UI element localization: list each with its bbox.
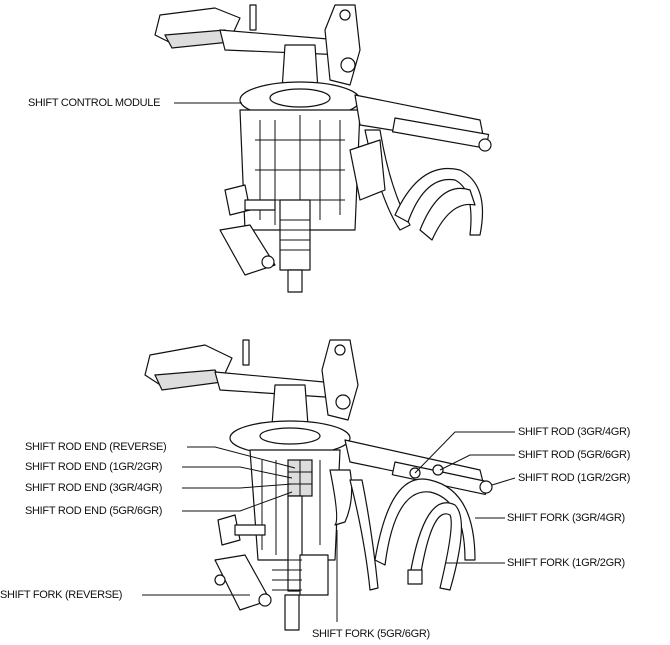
top-assembly-drawing [154, 4, 492, 293]
label-shift-fork-1gr-2gr: SHIFT FORK (1GR/2GR) [507, 557, 625, 569]
label-shift-rod-end-1gr-2gr: SHIFT ROD END (1GR/2GR) [25, 461, 163, 473]
label-shift-control-module: SHIFT CONTROL MODULE [28, 97, 161, 109]
label-shift-rod-end-3gr-4gr: SHIFT ROD END (3GR/4GR) [25, 482, 163, 494]
label-shift-rod-end-reverse: SHIFT ROD END (REVERSE) [25, 441, 167, 453]
label-shift-rod-5gr-6gr: SHIFT ROD (5GR/6GR) [518, 449, 631, 461]
label-shift-fork-3gr-4gr: SHIFT FORK (3GR/4GR) [507, 512, 625, 524]
label-shift-fork-5gr-6gr: SHIFT FORK (5GR/6GR) [312, 628, 430, 640]
bottom-assembly-drawing [144, 339, 493, 631]
label-shift-fork-reverse: SHIFT FORK (REVERSE) [0, 589, 123, 601]
label-shift-rod-3gr-4gr: SHIFT ROD (3GR/4GR) [518, 426, 631, 438]
leader-lines [142, 102, 516, 622]
label-shift-rod-1gr-2gr: SHIFT ROD (1GR/2GR) [518, 472, 631, 484]
label-shift-rod-end-5gr-6gr: SHIFT ROD END (5GR/6GR) [25, 505, 163, 517]
